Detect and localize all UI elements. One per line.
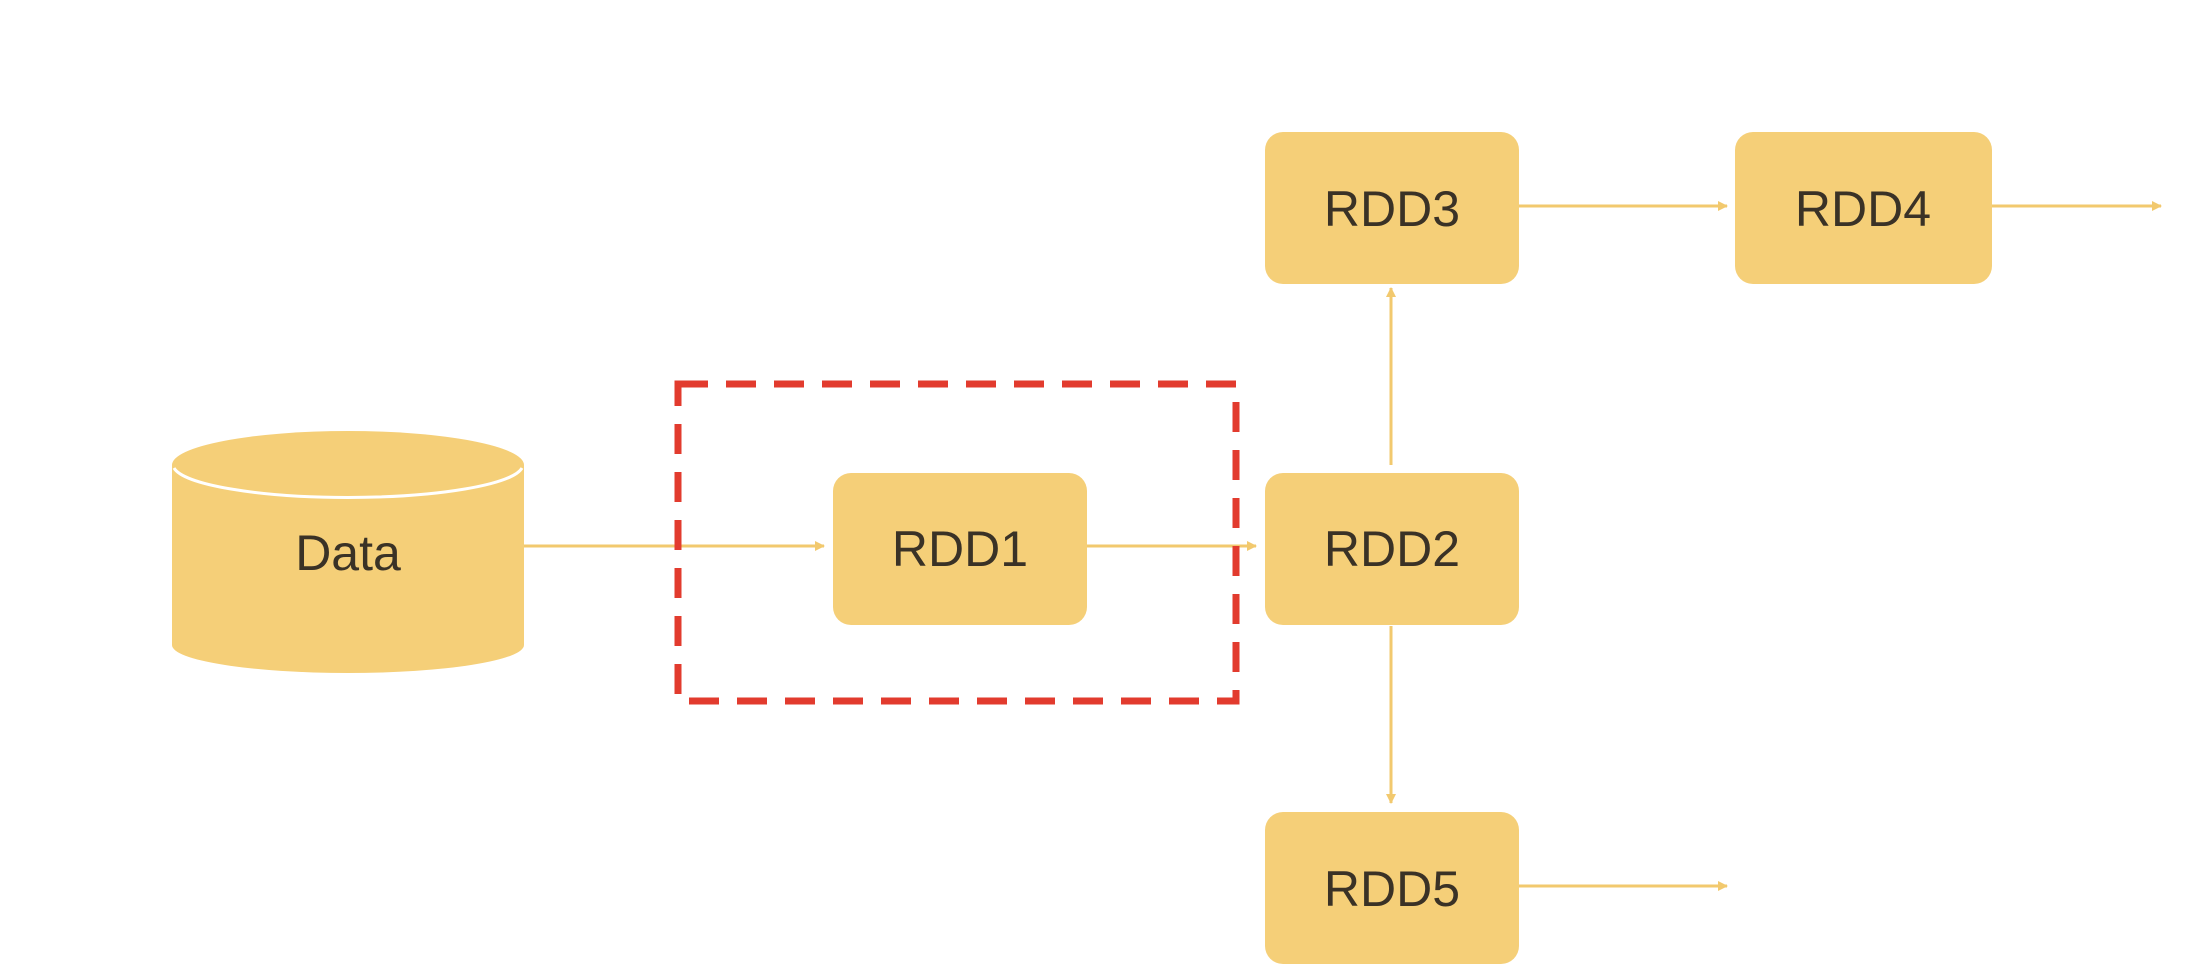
node-rdd4-box: [1735, 132, 1992, 284]
node-rdd2: RDD2: [1265, 473, 1519, 625]
node-rdd1-label: RDD1: [892, 521, 1028, 577]
node-rdd3-box: [1265, 132, 1519, 284]
node-rdd1: RDD1: [833, 473, 1087, 625]
node-rdd5: RDD5: [1265, 812, 1519, 964]
node-rdd3-label: RDD3: [1324, 181, 1460, 237]
data-cylinder-icon: [172, 431, 524, 673]
node-rdd2-label: RDD2: [1324, 521, 1460, 577]
node-data-label: Data: [295, 525, 401, 581]
node-rdd3: RDD3: [1265, 132, 1519, 284]
node-rdd5-box: [1265, 812, 1519, 964]
rdd1-highlight-box: [674, 380, 1240, 705]
node-rdd5-label: RDD5: [1324, 861, 1460, 917]
node-rdd2-box: [1265, 473, 1519, 625]
node-rdd1-box: [833, 473, 1087, 625]
data-cylinder-rim: [172, 467, 524, 499]
node-rdd4-label: RDD4: [1795, 181, 1931, 237]
node-rdd4: RDD4: [1735, 132, 1992, 284]
edges: [524, 201, 2162, 891]
node-data: Data: [172, 431, 524, 673]
